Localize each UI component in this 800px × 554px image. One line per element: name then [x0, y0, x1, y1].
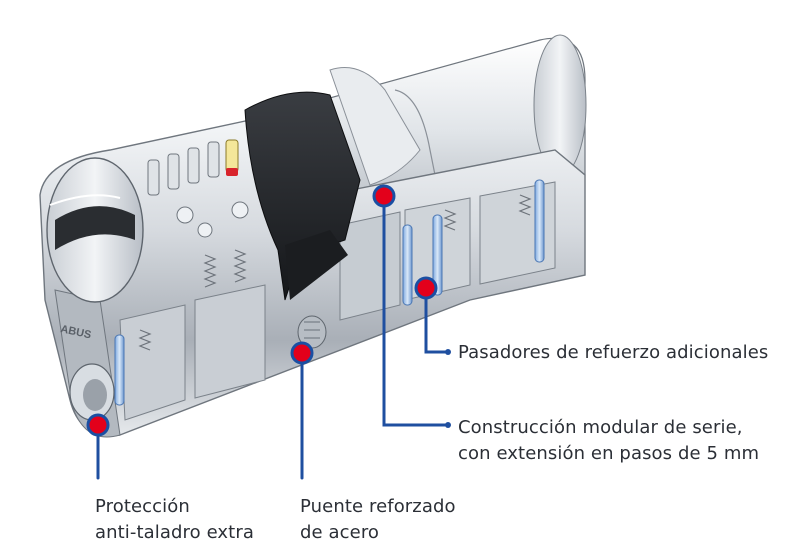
- callout-pins-line1: Pasadores de refuerzo adicionales: [458, 342, 769, 363]
- cylinder-body: [39, 119, 586, 438]
- callout-drill-line2: anti-taladro extra: [95, 522, 254, 543]
- markers: [86, 184, 438, 437]
- marker-bridge: [290, 341, 314, 365]
- marker-drill: [86, 413, 110, 437]
- marker-pins: [414, 276, 438, 300]
- cam: [244, 91, 361, 301]
- leader-pins: [424, 286, 449, 354]
- callout-modular: Construcción modular de serie, con exten…: [458, 415, 759, 467]
- springs: [138, 194, 532, 351]
- callout-bridge: Puente reforzado de acero: [300, 494, 456, 546]
- plug-face: ABUS: [46, 157, 144, 421]
- leader-modular: [382, 194, 449, 427]
- callout-drill: Protección anti-taladro extra: [95, 494, 254, 546]
- callout-pins: Pasadores de refuerzo adicionales: [458, 340, 768, 366]
- callout-modular-line1: Construcción modular de serie,: [458, 417, 743, 438]
- callout-bridge-line1: Puente reforzado: [300, 496, 456, 517]
- callout-drill-line1: Protección: [95, 496, 190, 517]
- callout-modular-line2: con extensión en pasos de 5 mm: [458, 443, 760, 464]
- pin-stack: [147, 139, 249, 238]
- marker-modular: [372, 184, 396, 208]
- leader-end-dots: [445, 349, 451, 428]
- callout-bridge-line2: de acero: [300, 522, 380, 543]
- reinforcement-rods: [114, 179, 545, 406]
